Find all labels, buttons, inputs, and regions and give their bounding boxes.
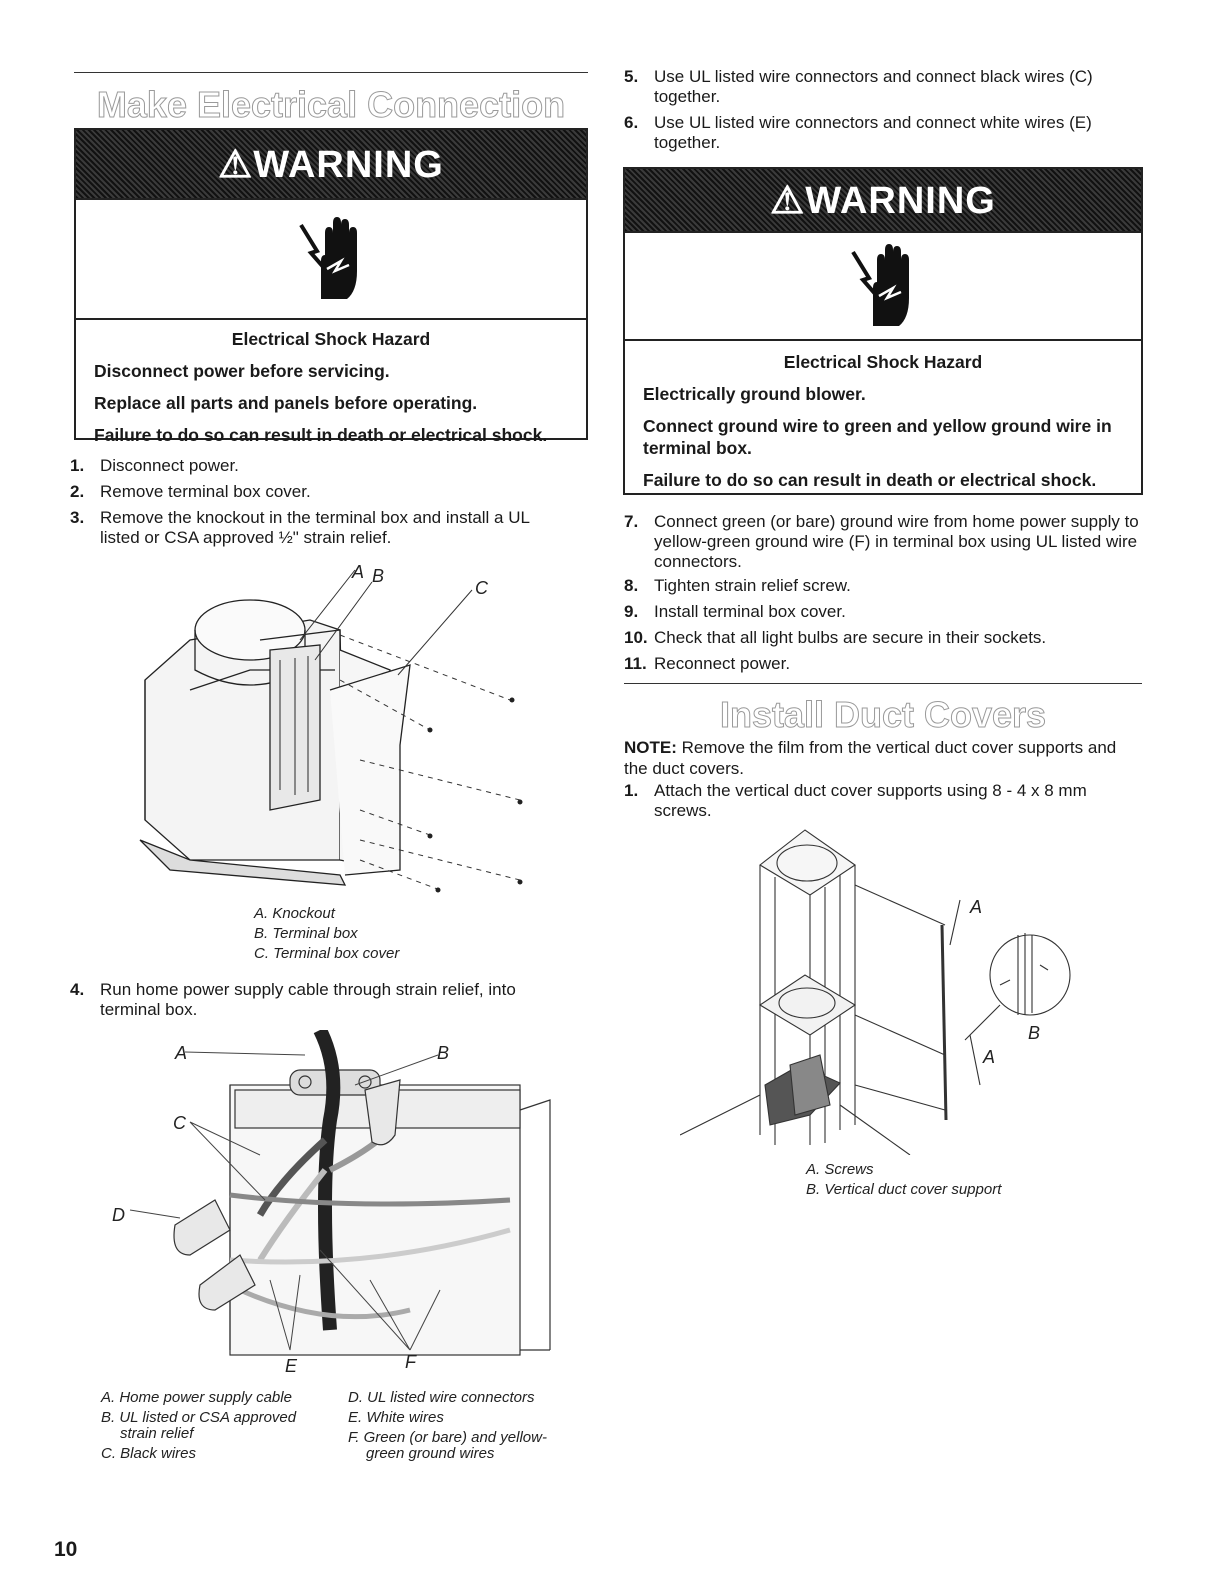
electrical-shock-hand-icon <box>851 244 909 326</box>
figure-caption: C. Terminal box cover <box>254 945 400 962</box>
note-label: NOTE: <box>624 738 677 757</box>
warning-line: Failure to do so can result in death or … <box>94 425 548 445</box>
hazard-title: Electrical Shock Hazard <box>231 329 431 349</box>
warning-box-right: ⚠WARNING Electrical Shock Hazard Electri… <box>623 167 1143 495</box>
hazard-title: Electrical Shock Hazard <box>783 352 983 372</box>
list-item: 11. Reconnect power. <box>624 654 791 673</box>
figure-caption: C. Black wires <box>101 1445 197 1462</box>
figure-caption: A. Home power supply cable <box>101 1389 292 1406</box>
section-rule-right <box>624 683 1142 684</box>
warning-line: Failure to do so can result in death or … <box>643 470 1097 490</box>
warning-text-left: Electrical Shock Hazard Disconnect power… <box>76 320 586 464</box>
list-item: 1. Attach the vertical duct cover suppor… <box>624 781 1087 820</box>
callout-label: B <box>372 566 385 586</box>
callout-label: A <box>970 897 983 917</box>
list-item: 9. Install terminal box cover. <box>624 602 846 621</box>
figure-caption: B. Terminal box <box>254 925 358 942</box>
duct-cover-support-figure <box>680 829 1071 1155</box>
figure-caption: A. Knockout <box>254 905 335 922</box>
note-text: Remove the film from the vertical duct c… <box>624 738 1117 778</box>
note-paragraph: NOTE: Remove the film from the vertical … <box>624 737 1142 779</box>
figure-caption: A. Screws <box>806 1161 874 1178</box>
list-item: 2. Remove terminal box cover. <box>70 482 311 501</box>
warning-banner: ⚠WARNING <box>76 130 586 200</box>
section-title-electrical: Make Electrical Connection <box>96 84 566 126</box>
top-rule-left <box>74 72 588 73</box>
list-item: 6. Use UL listed wire connectors and con… <box>624 113 1092 152</box>
figure-caption: green ground wires <box>366 1445 495 1462</box>
terminal-box-figure <box>139 569 523 893</box>
list-item: 1. Disconnect power. <box>70 456 239 475</box>
callout-label: A <box>175 1043 188 1063</box>
warning-line: Electrically ground blower. <box>643 384 866 404</box>
warning-banner-text: ⚠WARNING <box>770 179 996 222</box>
callout-label: E <box>285 1356 298 1376</box>
wiring-figure <box>129 1030 551 1356</box>
warning-line: Disconnect power before servicing. <box>94 361 390 381</box>
callout-label: B <box>1028 1023 1041 1043</box>
warning-line: Replace all parts and panels before oper… <box>94 393 478 413</box>
list-item: 3. Remove the knockout in the terminal b… <box>70 508 530 547</box>
warning-line: Connect ground wire to green and yellow … <box>643 416 1112 458</box>
list-item: 10. Check that all light bulbs are secur… <box>624 628 1047 647</box>
figure-caption: strain relief <box>120 1425 194 1442</box>
list-item: 7. Connect green (or bare) ground wire f… <box>624 512 1139 571</box>
warning-text-right: Electrical Shock Hazard Electrically gro… <box>625 341 1141 509</box>
electrical-shock-hand-icon <box>299 217 357 299</box>
figure-caption: B. UL listed or CSA approved <box>101 1409 297 1426</box>
callout-label: B <box>437 1043 450 1063</box>
figure-caption: D. UL listed wire connectors <box>348 1389 535 1406</box>
warning-box-left: ⚠WARNING Electrical Shock Hazard Disconn… <box>74 128 588 445</box>
figure-caption: F. Green (or bare) and yellow- <box>348 1429 547 1446</box>
page-number: 10 <box>54 1538 78 1561</box>
callout-label: D <box>112 1205 125 1225</box>
warning-banner-text: ⚠WARNING <box>218 143 444 186</box>
callout-label: A <box>983 1047 996 1067</box>
shock-icon-area <box>76 200 586 320</box>
figure-caption: E. White wires <box>348 1409 444 1426</box>
section-title-duct-covers: Install Duct Covers <box>719 694 1047 736</box>
callout-label: C <box>475 578 488 598</box>
callout-label: C <box>173 1113 186 1133</box>
shock-icon-area <box>625 233 1141 341</box>
list-item: 8. Tighten strain relief screw. <box>624 576 851 595</box>
figure-caption: B. Vertical duct cover support <box>806 1181 1002 1198</box>
warning-banner: ⚠WARNING <box>625 169 1141 233</box>
callout-label: F <box>405 1352 416 1372</box>
list-item: 4. Run home power supply cable through s… <box>70 980 516 1019</box>
list-item: 5. Use UL listed wire connectors and con… <box>624 67 1093 106</box>
callout-label: A <box>352 562 365 582</box>
